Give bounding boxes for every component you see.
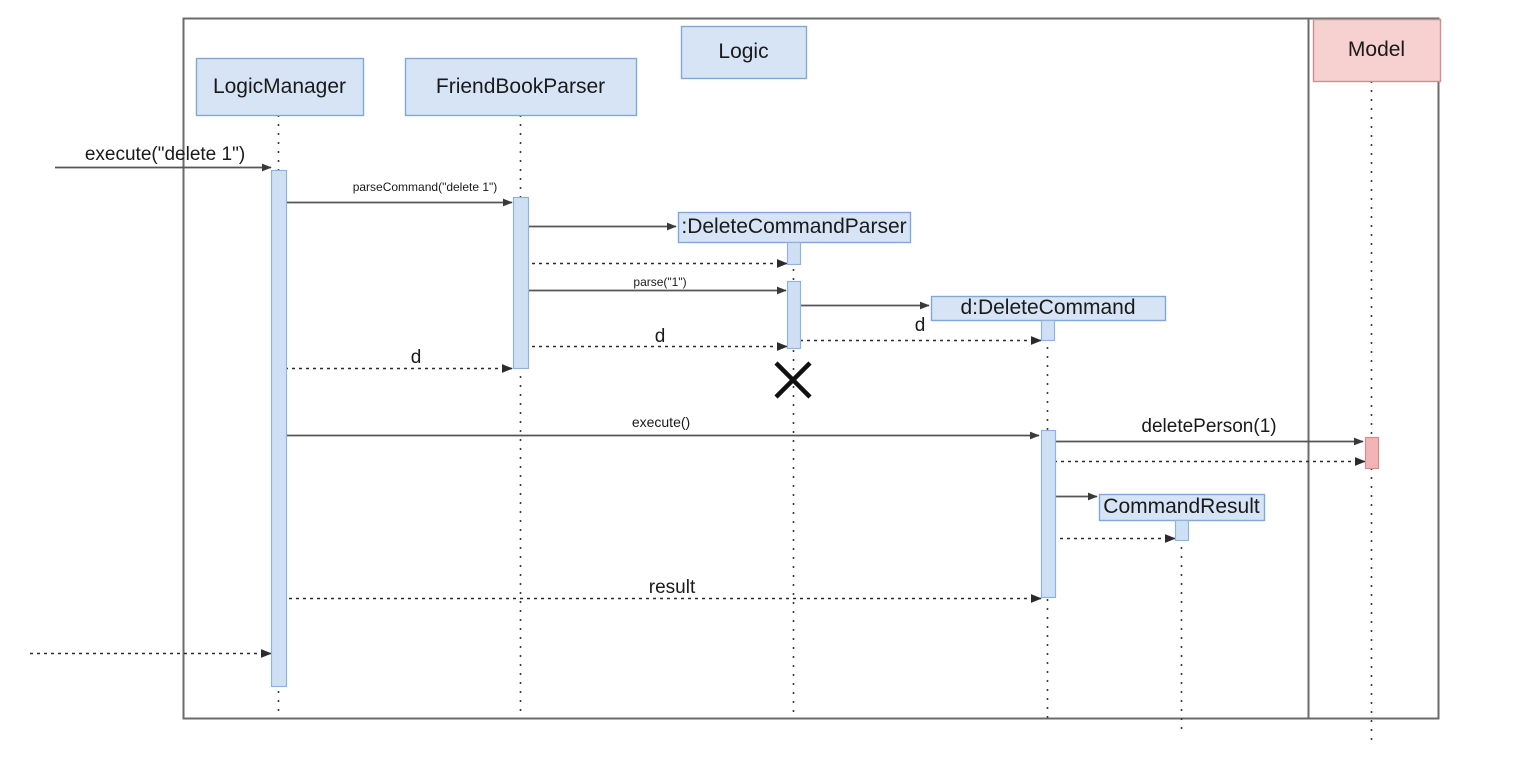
participant-box-logic-package — [680, 25, 808, 80]
msg-parse-1-label: parse("1") — [633, 275, 687, 289]
activation-bars-group — [270, 169, 1380, 688]
activation-act-deletecommand-execute — [1040, 429, 1057, 599]
activation-act-deletecommandparser-parse — [786, 280, 802, 350]
messages-group — [27, 163, 1366, 658]
participant-box-logic-manager — [195, 57, 365, 117]
msg-return-d-to-logicmanager-label: d — [410, 347, 422, 368]
activation-act-logicmanager — [270, 169, 288, 688]
msg-deleteperson-label: deletePerson(1) — [1141, 416, 1277, 437]
msg-result-label: result — [648, 577, 696, 598]
activation-act-commandresult — [1174, 519, 1190, 542]
participant-box-friendbook-parser — [404, 57, 638, 117]
destruction-markers-group — [774, 361, 812, 399]
participant-label-model-package: Model — [1347, 38, 1406, 61]
msg-return-d-to-parserobj-label: d — [654, 326, 666, 347]
participant-box-model-package — [1312, 18, 1442, 83]
diagram-frame — [182, 17, 1440, 720]
msg-return-d-to-parser-label: d — [914, 315, 926, 336]
participant-label-delete-command-parser: :DeleteCommandParser — [681, 215, 907, 238]
activation-act-model — [1364, 436, 1380, 470]
msg-parsecommand-label: parseCommand("delete 1") — [352, 180, 498, 194]
participant-boxes-group — [195, 18, 1442, 522]
participant-label-logic-manager: LogicManager — [212, 74, 347, 98]
participant-label-logic-package: Logic — [718, 40, 769, 63]
activation-act-friendbookparser — [512, 196, 530, 370]
activation-act-deletecommand-create — [1040, 319, 1056, 342]
msg-execute-delete1-label: execute("delete 1") — [84, 144, 246, 165]
participant-label-friendbook-parser: FriendBookParser — [435, 74, 606, 98]
participant-label-command-result: CommandResult — [1103, 495, 1260, 518]
participant-box-delete-command — [930, 295, 1167, 322]
destroy-deletecommandparser — [774, 361, 812, 399]
activation-act-deletecommandparser-create — [786, 241, 802, 266]
msg-execute-label: execute() — [631, 414, 691, 430]
outer-frame — [182, 17, 1440, 720]
participant-label-delete-command: d:DeleteCommand — [960, 296, 1136, 319]
